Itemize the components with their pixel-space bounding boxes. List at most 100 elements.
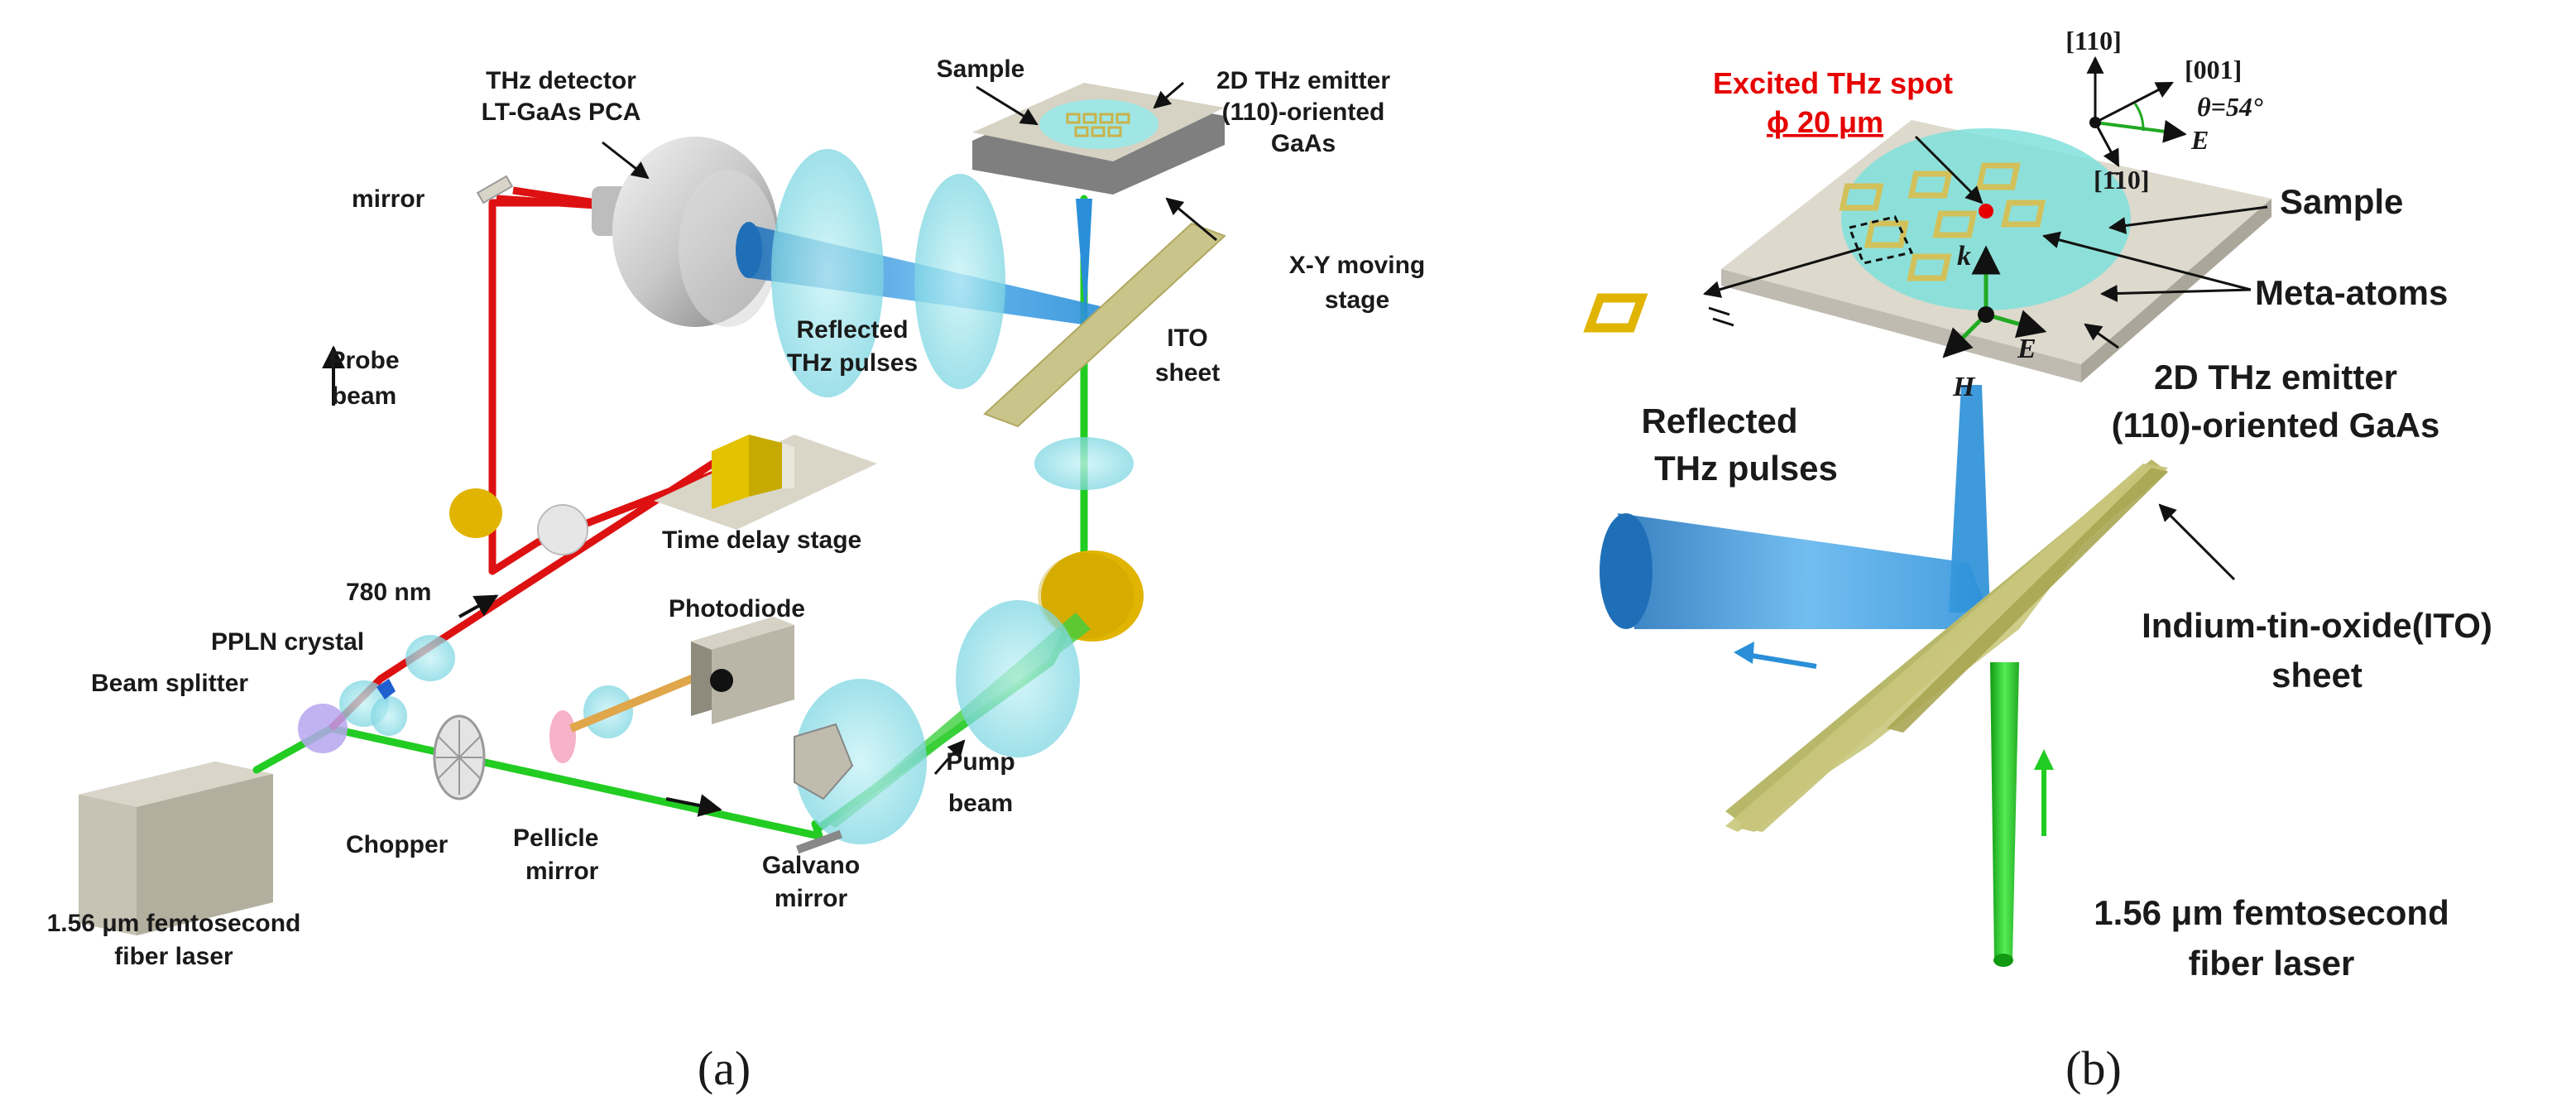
label-photodiode: Photodiode: [669, 595, 805, 622]
label-time-delay: Time delay stage: [662, 526, 861, 554]
label-xy-1: X-Y moving: [1289, 252, 1425, 279]
label-e-vec: E: [2190, 125, 2209, 155]
label-h-field: H: [1952, 372, 1976, 402]
crystal-axes: [2086, 55, 2187, 167]
label-laser-b-1: 1.56 μm femtosecond: [2094, 893, 2449, 932]
pump-lens-1: [956, 600, 1080, 757]
ito-sheet-a: [983, 222, 1226, 428]
label-laser-a-2: fiber laser: [114, 943, 233, 970]
time-delay-stage: [654, 435, 877, 530]
label-reflected-a-1: Reflected: [796, 316, 908, 344]
label-probe-2: beam: [332, 382, 396, 410]
pellicle-mirror-icon: [549, 710, 576, 763]
nm780-arrow: [458, 594, 499, 618]
reflected-thz-beam-b: [1618, 513, 1994, 629]
gold-mirror-left: [449, 488, 502, 538]
label-thz-detector-1: THz detector: [486, 67, 636, 94]
sample-stage: [972, 83, 1225, 195]
label-ito-b-2: sheet: [2271, 656, 2363, 695]
label-emitter-a-1: 2D THz emitter: [1216, 67, 1390, 94]
xy-leader: [1165, 197, 1217, 242]
label-axis-001: [001]: [2185, 55, 2242, 84]
emitter-leader: [1153, 81, 1184, 109]
panel-a-labels: THz detector LT-GaAs PCA mirror Probe be…: [47, 55, 1426, 970]
label-axis-110: [110]: [2065, 26, 2122, 55]
label-reflected-a-2: THz pulses: [787, 349, 918, 377]
label-ppln: PPLN crystal: [211, 628, 364, 656]
thz-lens-2: [914, 174, 1005, 389]
thz-spot-marker: [1979, 204, 1993, 219]
galvano-mirror-icon: [795, 829, 843, 854]
label-xy-2: stage: [1325, 286, 1389, 314]
label-chopper: Chopper: [346, 831, 449, 858]
probe-to-detector: [496, 195, 597, 209]
label-pump-1: Pump: [946, 748, 1015, 776]
label-ito-a-2: sheet: [1155, 359, 1220, 387]
label-galvano-2: mirror: [775, 885, 848, 912]
label-laser-a-1: 1.56 μm femtosecond: [47, 910, 301, 937]
label-emitter-b-2: (110)-oriented GaAs: [2112, 406, 2440, 445]
mirror-icon: [476, 175, 514, 204]
pump-lens-2: [794, 679, 927, 844]
caption-b: (b): [2065, 1041, 2122, 1095]
photodiode-beam: [569, 666, 713, 733]
ppln-crystal-icon: [377, 679, 396, 699]
label-probe-1: Probe: [329, 347, 399, 374]
pump-dir-arrow: [665, 794, 722, 817]
pentagon-prism: [794, 723, 854, 800]
label-laser-b-2: fiber laser: [2189, 944, 2355, 983]
label-theta: θ=54°: [2197, 92, 2263, 122]
laser-box: [79, 762, 273, 935]
caption-a: (a): [698, 1041, 751, 1095]
label-k: k: [1957, 241, 1971, 272]
sample-plate-b: [1721, 120, 2271, 382]
panel-a: THz detector LT-GaAs PCA mirror Probe be…: [47, 55, 1426, 1095]
label-sample-b: Sample: [2280, 182, 2403, 221]
photodiode-icon: [691, 617, 794, 724]
label-emitter-b-1: 2D THz emitter: [2154, 358, 2397, 397]
label-780nm: 780 nm: [346, 579, 431, 606]
label-emitter-a-2: (110)-oriented: [1222, 99, 1385, 126]
pump-beam-b: [1990, 662, 2019, 960]
label-thz-detector-2: LT-GaAs PCA: [482, 99, 641, 126]
label-ito-a-1: ITO: [1167, 324, 1207, 352]
pump-lens-upper: [1034, 437, 1134, 490]
label-axis-m110: [1̄10]: [2094, 165, 2150, 195]
lens-ppln-2: [371, 696, 407, 736]
thz-detector: [592, 137, 778, 327]
field-vectors: [1942, 245, 2047, 358]
label-beam-splitter: Beam splitter: [91, 670, 248, 697]
label-excited-2: ϕ 20 μm: [1767, 105, 1883, 139]
label-pump-2: beam: [948, 790, 1013, 817]
label-emitter-a-3: GaAs: [1271, 130, 1336, 157]
label-ito-b-1: Indium-tin-oxide(ITO): [2142, 606, 2492, 645]
probe-lens: [537, 504, 588, 555]
label-reflected-b-2: THz pulses: [1654, 449, 1838, 488]
label-pellicle-2: mirror: [525, 858, 599, 885]
panel-b: Excited THz spot ϕ 20 μm [110] [001] θ=5…: [1583, 26, 2492, 1095]
label-excited-1: Excited THz spot: [1713, 66, 1953, 100]
label-pellicle-1: Pellicle: [513, 824, 598, 852]
thz-out-arrow: [1741, 651, 1817, 669]
detector-leader: [602, 141, 650, 180]
label-galvano-1: Galvano: [762, 852, 860, 879]
label-sample-a: Sample: [937, 55, 1025, 83]
label-meta-atoms: Meta-atoms: [2255, 273, 2448, 312]
panel-b-leaders: [1702, 135, 2268, 581]
thz-beam-end-b: [1600, 513, 1653, 629]
label-reflected-b-1: Reflected: [1641, 401, 1797, 440]
ito-sheet-b: [1725, 464, 2143, 832]
thz-lens-1: [771, 149, 884, 397]
chopper-icon: [433, 714, 486, 800]
label-mirror: mirror: [352, 185, 425, 213]
pump-leader: [933, 739, 966, 775]
panel-b-labels: Excited THz spot ϕ 20 μm [110] [001] θ=5…: [1641, 26, 2492, 983]
meta-atom-icon: [1583, 293, 1734, 333]
lens-780: [405, 635, 455, 681]
thz-spot-beam: [1076, 199, 1092, 323]
thz-beam-end: [736, 222, 762, 278]
label-e-field: E: [2017, 334, 2036, 364]
gold-mirror-right: [1041, 550, 1144, 642]
thz-vertical-beam: [1949, 385, 1990, 613]
